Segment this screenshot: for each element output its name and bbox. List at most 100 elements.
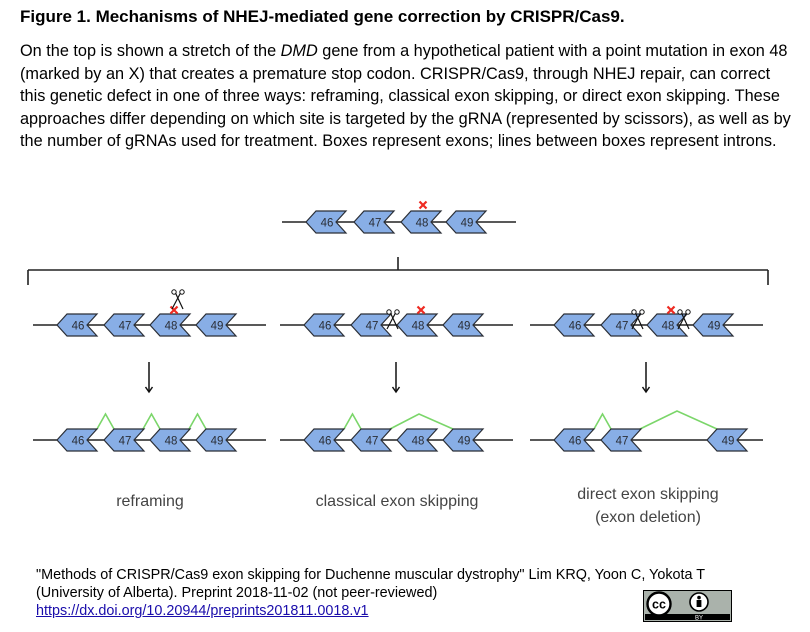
caption-text-1: On the top is shown a stretch of the xyxy=(20,42,281,60)
top-mutation-mark-stroke-b xyxy=(418,200,428,210)
reframing-result-exon-46-box xyxy=(56,428,99,452)
figure-caption: On the top is shown a stretch of the DMD… xyxy=(20,40,800,153)
direct-skipping-scissors-b-ring-a xyxy=(677,309,683,315)
panel-label-reframing: reframing xyxy=(116,493,184,510)
reframing-result-exon-47-label: 47 xyxy=(119,436,132,448)
reframing-treatment-exon-49-box xyxy=(195,313,238,337)
direct-skipping-scissors-a-ring-b xyxy=(639,309,645,315)
classical-skipping-mutation-mark-stroke-b xyxy=(416,305,426,315)
top-exon-46-box xyxy=(305,210,348,234)
direct-skipping-treatment-exon-46-label: 46 xyxy=(569,321,582,333)
caption-gene-name: DMD xyxy=(280,42,318,60)
reframing-scissors-ring-b xyxy=(179,289,185,295)
splice-connectors xyxy=(96,410,718,430)
direct-skipping-scissors-a-blade-b xyxy=(634,311,644,330)
direct-skipping-treatment-exon-49-label: 49 xyxy=(708,321,721,333)
top-exon-49-box xyxy=(445,210,488,234)
nhej-diagram: 46 47 48 49 46 47 48 49 46 47 48 49 46 47 48 49 46 47 48 49… xyxy=(27,200,769,526)
classical-skipping-treatment-exon-49-box xyxy=(442,313,485,337)
top-exon-48-box xyxy=(400,210,443,234)
figure-title: Figure 1. Mechanisms of NHEJ-mediated ge… xyxy=(20,7,625,26)
classical-skipping-result-exon-48-box xyxy=(396,428,439,452)
classical-skipping-scissors-blade-a xyxy=(386,311,397,330)
reframing-scissors-blade-a xyxy=(171,291,182,310)
top-exon-46-label: 46 xyxy=(321,218,334,230)
classical-skipping-treatment-exon-46-label: 46 xyxy=(319,321,332,333)
reframing-splice-46-47 xyxy=(96,412,115,430)
cc-by-license-badge: cc BY xyxy=(643,590,732,622)
by-mark: BY xyxy=(695,616,703,622)
classical-skipping-treatment-exon-46-box xyxy=(303,313,346,337)
direct-skipping-scissors-a-blade-a xyxy=(631,311,642,330)
classical-skipping-result-exon-49-box xyxy=(442,428,485,452)
classical-splice-47-49 xyxy=(389,413,454,430)
reframing-treatment-exon-47-box xyxy=(103,313,146,337)
direct-skipping-result-exon-49-box xyxy=(706,428,749,452)
cc-mark: cc xyxy=(652,598,666,612)
classical-skipping-result-exon-48-label: 48 xyxy=(412,436,425,448)
top-exon-47-box xyxy=(353,210,396,234)
direct-skipping-treatment-exon-48-label: 48 xyxy=(662,321,675,333)
reframing-treatment-exon-48-label: 48 xyxy=(165,321,178,333)
direct-skipping-treatment-exon-47-label: 47 xyxy=(616,321,629,333)
reframing-result-exon-49-label: 49 xyxy=(211,436,224,448)
top-exon-49-label: 49 xyxy=(461,218,474,230)
classical-skipping-scissors-ring-a xyxy=(386,309,392,315)
direct-skipping-scissors-a-ring-a xyxy=(631,309,637,315)
classical-skipping-result-exon-46-label: 46 xyxy=(319,436,332,448)
reframing-treatment-exon-47-label: 47 xyxy=(119,321,132,333)
direct-skipping-treatment-exon-47-box xyxy=(600,313,643,337)
direct-splice-46-47 xyxy=(593,412,612,430)
classical-skipping-result-exon-47-label: 47 xyxy=(366,436,379,448)
panel-label-exon-deletion: (exon deletion) xyxy=(595,509,701,526)
direct-skipping-scissors-b-blade-b xyxy=(680,311,690,330)
reframing-splice-48-49 xyxy=(188,412,207,430)
direct-skipping-result-exon-47-box xyxy=(600,428,643,452)
reframing-scissors-ring-a xyxy=(171,289,177,295)
reframing-mutation-mark-stroke-b xyxy=(169,305,179,315)
reframing-splice-47-48 xyxy=(142,412,161,430)
reframing-result-exon-48-label: 48 xyxy=(165,436,178,448)
panel-label-classical-skipping: classical exon skipping xyxy=(316,493,479,510)
exons: 46 47 48 49 46 47 48 49 46 47 48 49 46 47 48 49 46 47 48 49… xyxy=(56,210,749,452)
citation-text: "Methods of CRISPR/Cas9 exon skipping fo… xyxy=(36,567,705,601)
classical-skipping-treatment-exon-48-box xyxy=(396,313,439,337)
direct-skipping-treatment-exon-46-box xyxy=(553,313,596,337)
direct-skipping-result-exon-47-label: 47 xyxy=(616,436,629,448)
direct-skipping-scissors-b-blade-a xyxy=(677,311,688,330)
top-exon-47-label: 47 xyxy=(369,218,382,230)
annotation-marks xyxy=(144,200,691,394)
direct-skipping-mutation-mark-stroke-b xyxy=(666,305,676,315)
classical-skipping-result-exon-49-label: 49 xyxy=(458,436,471,448)
classical-skipping-result-exon-47-box xyxy=(350,428,393,452)
reframing-arrow-head xyxy=(144,386,154,394)
classical-skipping-scissors-blade-b xyxy=(389,311,399,330)
classical-skipping-treatment-exon-47-box xyxy=(350,313,393,337)
reframing-scissors-blade-b xyxy=(174,291,184,310)
reframing-result-exon-46-label: 46 xyxy=(72,436,85,448)
reframing-result-exon-47-box xyxy=(103,428,146,452)
reframing-result-exon-49-box xyxy=(195,428,238,452)
classical-skipping-treatment-exon-48-label: 48 xyxy=(412,321,425,333)
classical-skipping-scissors-ring-b xyxy=(394,309,400,315)
direct-skipping-scissors-b-ring-b xyxy=(685,309,691,315)
direct-skipping-result-exon-46-label: 46 xyxy=(569,436,582,448)
direct-splice-47-49 xyxy=(639,410,718,430)
direct-skipping-treatment-exon-48-box xyxy=(646,313,689,337)
top-exon-48-label: 48 xyxy=(416,218,429,230)
panel-label-direct-skipping: direct exon skipping xyxy=(577,486,718,503)
classical-skipping-treatment-exon-47-label: 47 xyxy=(366,321,379,333)
direct-skipping-arrow-head xyxy=(641,386,651,394)
classical-splice-46-47 xyxy=(343,412,362,430)
classical-skipping-arrow-head xyxy=(391,386,401,394)
reframing-treatment-exon-46-label: 46 xyxy=(72,321,85,333)
reframing-treatment-exon-46-box xyxy=(56,313,99,337)
direct-skipping-treatment-exon-49-box xyxy=(692,313,735,337)
classical-skipping-treatment-exon-49-label: 49 xyxy=(458,321,471,333)
doi-link[interactable]: https://dx.doi.org/10.20944/preprints201… xyxy=(36,603,369,619)
direct-skipping-result-exon-49-label: 49 xyxy=(722,436,735,448)
caption-text-2: gene from a hypothetical patient with a … xyxy=(20,42,791,150)
reframing-treatment-exon-49-label: 49 xyxy=(211,321,224,333)
reframing-result-exon-48-box xyxy=(149,428,192,452)
reframing-treatment-exon-48-box xyxy=(149,313,192,337)
